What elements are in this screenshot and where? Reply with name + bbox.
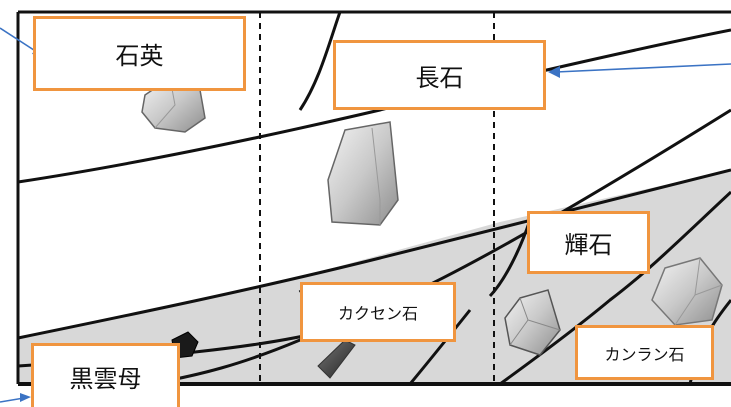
arrow-to-biotite	[0, 393, 31, 403]
hornblende-edge-1	[488, 219, 532, 298]
pyroxene-boundary	[17, 168, 731, 340]
pyroxene-label: 輝石	[527, 211, 650, 274]
arrow-to-feldspar	[548, 63, 731, 78]
quartz-boundary	[17, 28, 731, 184]
amphibole-edge	[408, 309, 472, 385]
olivine-crystal-image	[651, 257, 723, 326]
pyroxene-crystal-image	[504, 289, 561, 356]
feldspar-boundary	[298, 11, 342, 111]
olivine-label: カンラン石	[575, 325, 714, 380]
amphibole-label: カクセン石	[300, 282, 456, 342]
amphibole-crystal-image	[317, 339, 356, 379]
feldspar-label: 長石	[333, 40, 546, 110]
feldspar-crystal-image	[327, 121, 399, 226]
quartz-label: 石英	[33, 16, 246, 91]
olivine-boundary	[499, 190, 731, 386]
biotite-label: 黒雲母	[31, 343, 180, 407]
